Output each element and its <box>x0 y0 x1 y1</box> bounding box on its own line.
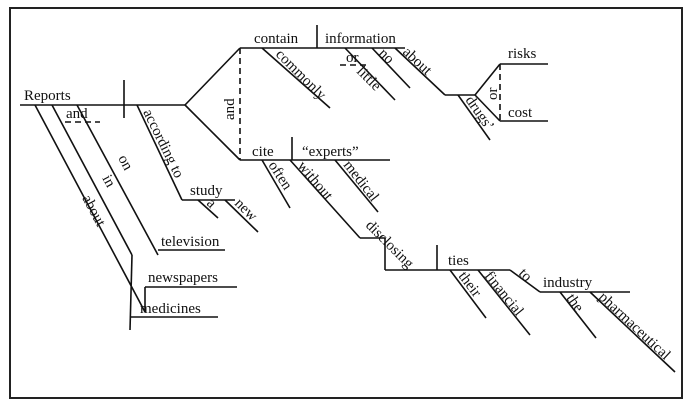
word-reports: Reports <box>24 88 71 104</box>
little-slant <box>344 47 396 101</box>
word-information: information <box>325 31 396 47</box>
in-connector <box>129 254 133 331</box>
word-about: about <box>399 44 435 79</box>
word-often: often <box>265 158 295 193</box>
word-cost: cost <box>508 105 533 121</box>
word-disclosing: disclosing <box>362 218 417 273</box>
word-industry: industry <box>543 275 593 291</box>
diagram-border <box>9 7 683 399</box>
no-slant <box>371 47 411 89</box>
word-television: television <box>161 234 220 250</box>
word-medicines: medicines <box>140 301 201 317</box>
word-or-little: or <box>346 50 359 66</box>
word-without: without <box>294 158 336 204</box>
word-their: their <box>455 269 484 301</box>
word-cite: cite <box>252 144 274 160</box>
fork-upper <box>184 47 241 106</box>
word-according-to: according to <box>139 107 186 181</box>
word-study: study <box>190 183 223 199</box>
to-slant <box>509 269 541 293</box>
new-slant <box>224 199 259 233</box>
word-ties: ties <box>448 253 469 269</box>
word-and-subject: and <box>66 106 88 122</box>
medical-slant <box>334 159 379 213</box>
financial-slant <box>477 269 531 336</box>
word-medical: medical <box>340 158 382 205</box>
often-slant <box>261 159 291 209</box>
word-to: to <box>515 266 535 286</box>
word-little: little <box>353 64 384 95</box>
word-or-risks: or <box>485 88 501 101</box>
without-slant <box>289 159 361 239</box>
word-risks: risks <box>508 46 537 62</box>
a-slant <box>197 199 219 219</box>
word-newspapers: newspapers <box>148 270 218 286</box>
cost-fork <box>474 94 501 122</box>
risks-fork <box>474 63 501 96</box>
word-on: on <box>114 152 135 173</box>
prep-about-slant <box>34 104 146 313</box>
word-pharmaceutical: pharmaceutical <box>595 289 673 363</box>
pharmaceutical-slant <box>589 291 676 373</box>
prep-in-slant <box>51 104 133 256</box>
word-no: no <box>375 46 397 68</box>
word-new: new <box>231 196 260 225</box>
their-slant <box>449 269 487 319</box>
the-slant <box>559 291 597 339</box>
commonly-slant <box>261 47 331 109</box>
about-slant <box>394 47 446 96</box>
word-and-verbs: and <box>222 98 238 120</box>
fork-lower <box>184 104 241 161</box>
prep-on-slant <box>76 104 159 256</box>
word-commonly: commonly <box>272 47 329 104</box>
word-about-prep: about <box>78 192 108 230</box>
word-experts: “experts” <box>302 144 359 160</box>
word-the: the <box>563 291 587 315</box>
word-contain: contain <box>254 31 299 47</box>
according-to-slant <box>136 104 183 201</box>
drugs-slant <box>457 94 491 141</box>
